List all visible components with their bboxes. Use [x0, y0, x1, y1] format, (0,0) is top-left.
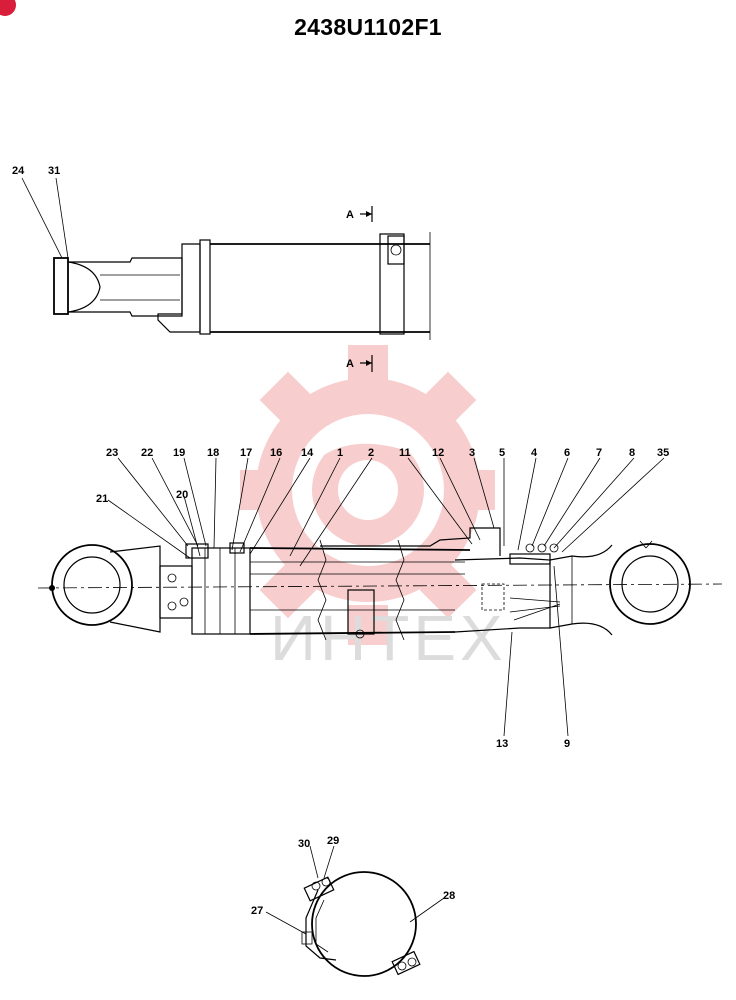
corner-badge	[0, 0, 16, 16]
part-label-30: 30	[298, 838, 310, 850]
part-label-1: 1	[337, 447, 343, 459]
part-label-7: 7	[596, 447, 602, 459]
section-a-marker-bottom: A	[346, 358, 354, 370]
part-label-31: 31	[48, 165, 60, 177]
main-assembly-view: 23 22 19 18 17 16 14 1 2 11 12 3 5 4 6 7…	[37, 447, 723, 750]
part-label-17: 17	[240, 447, 252, 459]
part-label-22: 22	[141, 447, 153, 459]
part-label-3: 3	[469, 447, 475, 459]
part-label-24: 24	[12, 165, 25, 177]
part-label-28: 28	[443, 890, 455, 902]
watermark-text: ИНТЕХ	[270, 602, 507, 674]
part-label-21: 21	[96, 493, 108, 505]
part-label-13: 13	[496, 738, 508, 750]
part-label-5: 5	[499, 447, 505, 459]
watermark-logo	[240, 345, 495, 645]
part-label-19: 19	[173, 447, 185, 459]
part-label-14: 14	[301, 447, 314, 459]
top-view: A A 24 31	[12, 165, 431, 372]
part-label-2: 2	[368, 447, 374, 459]
part-label-20: 20	[176, 489, 188, 501]
part-label-18: 18	[207, 447, 219, 459]
part-label-16: 16	[270, 447, 282, 459]
part-label-11: 11	[399, 447, 411, 459]
clamp-section-view: 30 29 27 28	[251, 835, 455, 977]
part-label-4: 4	[531, 447, 538, 459]
part-label-27: 27	[251, 905, 263, 917]
part-label-35: 35	[657, 447, 669, 459]
part-label-29: 29	[327, 835, 339, 847]
part-label-12: 12	[432, 447, 444, 459]
section-a-marker-top: A	[346, 209, 354, 221]
part-label-9: 9	[564, 738, 570, 750]
page-title: 2438U1102F1	[294, 14, 442, 40]
part-label-6: 6	[564, 447, 570, 459]
part-label-23: 23	[106, 447, 118, 459]
part-label-8: 8	[629, 447, 635, 459]
